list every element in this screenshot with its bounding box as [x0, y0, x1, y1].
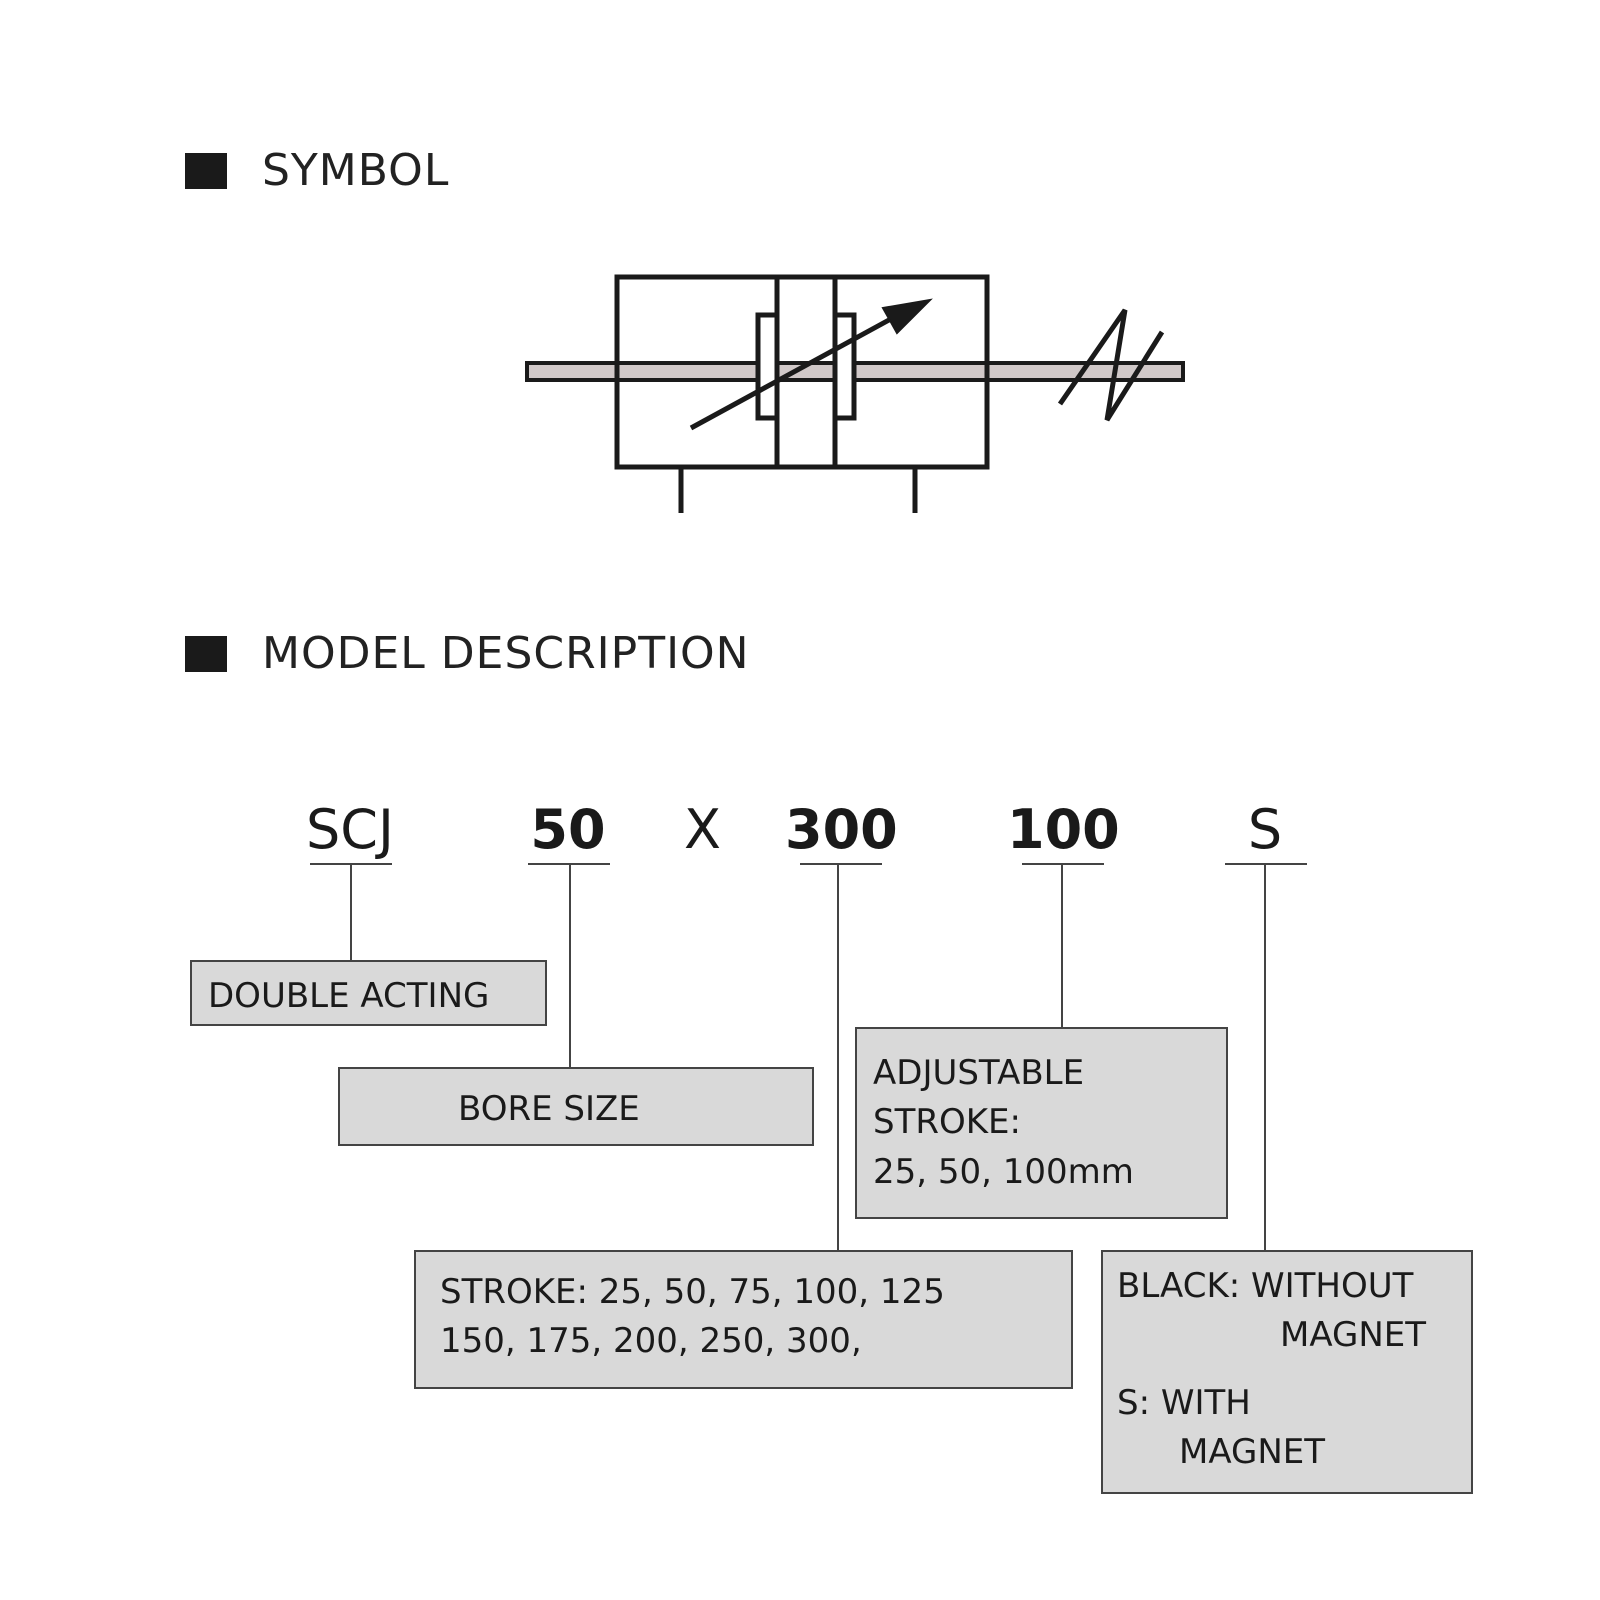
code-bore: 50 — [530, 798, 606, 861]
square-bullet-icon — [185, 152, 227, 189]
code-series: SCJ — [306, 798, 394, 861]
cushion-left — [755, 312, 780, 421]
adjust-arrow-head — [881, 298, 933, 335]
box-double-acting-text: DOUBLE ACTING — [208, 976, 490, 1016]
box-adjustable-line2: STROKE: — [873, 1102, 1021, 1143]
code-magnet: S — [1247, 798, 1283, 861]
section-header-model-description: MODEL DESCRIPTION — [185, 628, 750, 679]
cylinder-symbol — [525, 274, 1185, 513]
box-magnet: BLACK: WITHOUT MAGNET S: WITH MAGNET — [1101, 1250, 1473, 1494]
box-stroke-line2: 150, 175, 200, 250, 300, — [440, 1321, 862, 1362]
rod-break-symbol — [1057, 308, 1165, 422]
section-title-model-description: MODEL DESCRIPTION — [262, 628, 750, 679]
cushion-right — [832, 312, 857, 421]
box-adjustable-line3: 25, 50, 100mm — [873, 1151, 1134, 1192]
box-adjustable-stroke: ADJUSTABLE STROKE: 25, 50, 100mm — [855, 1027, 1228, 1219]
box-stroke-line1: STROKE: 25, 50, 75, 100, 125 — [440, 1272, 945, 1312]
box-stroke: STROKE: 25, 50, 75, 100, 125 150, 175, 2… — [414, 1250, 1073, 1389]
box-magnet-line1: BLACK: WITHOUT — [1117, 1266, 1414, 1306]
box-adjustable-line1: ADJUSTABLE — [873, 1053, 1085, 1093]
code-stroke: 300 — [785, 798, 898, 861]
box-double-acting: DOUBLE ACTING — [190, 960, 547, 1026]
box-magnet-line4: MAGNET — [1179, 1431, 1326, 1472]
box-magnet-line3: S: WITH — [1117, 1382, 1251, 1423]
box-magnet-line2: MAGNET — [1280, 1315, 1427, 1356]
box-bore-size: BORE SIZE — [338, 1067, 814, 1146]
box-bore-size-text: BORE SIZE — [458, 1089, 640, 1129]
section-header-symbol: SYMBOL — [185, 145, 449, 196]
code-adjustable-stroke: 100 — [1007, 798, 1120, 861]
leader-lines — [310, 863, 1307, 1250]
adjust-arrow-shaft — [689, 311, 902, 431]
code-separator: X — [684, 798, 721, 861]
section-title-symbol: SYMBOL — [262, 145, 450, 196]
square-bullet-icon — [185, 635, 227, 672]
